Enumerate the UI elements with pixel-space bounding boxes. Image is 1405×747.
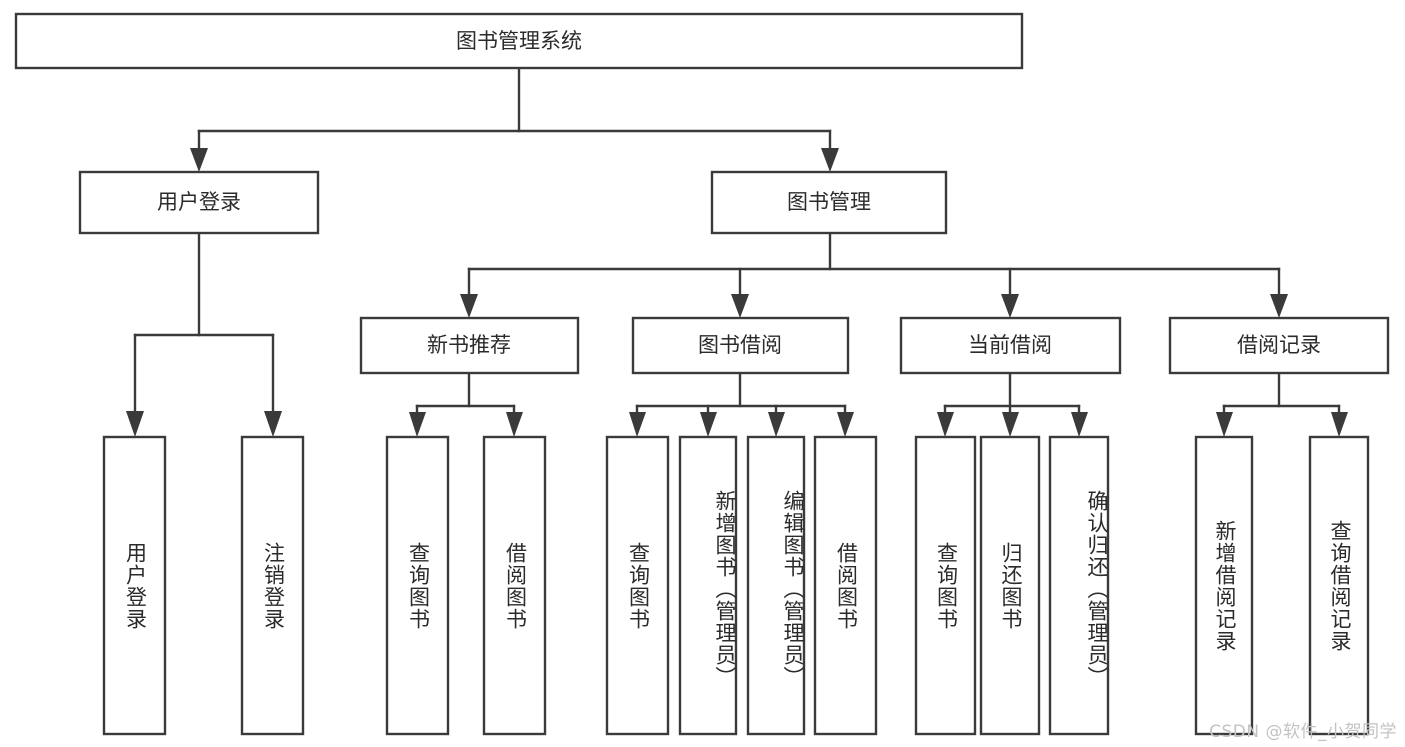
- node-user-login-label: 用户登录: [157, 190, 241, 214]
- node-new-book-recommend-label: 新书推荐: [427, 333, 511, 357]
- node-book-borrow-box[interactable]: [631, 316, 850, 375]
- node-leaf-return-book-box[interactable]: [979, 435, 1041, 736]
- node-leaf-query-book-2-box[interactable]: [605, 435, 670, 736]
- arrowhead-leaf-confirm-return: [1071, 412, 1088, 437]
- arrowhead-current-borrow: [1001, 294, 1019, 318]
- node-leaf-confirm-return-box[interactable]: [1048, 435, 1110, 736]
- arrowhead-leaf-query-book-3: [937, 412, 954, 437]
- arrowhead-leaf-query-record: [1331, 412, 1348, 437]
- arrowhead-leaf-user-login: [126, 411, 144, 437]
- node-current-borrow-label: 当前借阅: [968, 333, 1052, 357]
- node-leaf-borrow-book-2-box[interactable]: [813, 435, 878, 736]
- node-book-borrow-label: 图书借阅: [698, 333, 782, 357]
- node-book-manage-box[interactable]: [710, 170, 948, 235]
- node-leaf-add-record-box[interactable]: [1194, 435, 1254, 736]
- node-leaf-edit-book-box[interactable]: [746, 435, 806, 736]
- csdn-watermark: CSDN @软件_小贺同学: [1209, 722, 1397, 742]
- node-leaf-add-book-box[interactable]: [678, 435, 738, 736]
- node-leaf-logout-box[interactable]: [240, 435, 305, 736]
- edges-layer: [126, 66, 1348, 437]
- node-new-book-recommend-box[interactable]: [359, 316, 580, 375]
- node-user-login-box[interactable]: [78, 170, 320, 235]
- arrowhead-leaf-borrow-book-2: [837, 412, 854, 437]
- arrowhead-leaf-query-book-2: [629, 412, 646, 437]
- node-leaf-borrow-book-1-box[interactable]: [482, 435, 547, 736]
- arrowhead-borrow-record: [1270, 294, 1288, 318]
- node-leaf-query-book-3-box[interactable]: [914, 435, 977, 736]
- arrowhead-user-login: [190, 148, 208, 172]
- arrowhead-new-book-recommend: [460, 294, 478, 318]
- node-root-box[interactable]: [14, 12, 1024, 70]
- arrowhead-leaf-edit-book: [768, 412, 785, 437]
- node-book-manage-label: 图书管理: [787, 190, 871, 214]
- node-leaf-query-record-box[interactable]: [1308, 435, 1370, 736]
- arrowhead-leaf-add-book: [700, 412, 717, 437]
- node-leaf-query-book-1-box[interactable]: [385, 435, 450, 736]
- arrowhead-book-manage: [821, 148, 839, 172]
- node-leaf-user-login-box[interactable]: [102, 435, 167, 736]
- node-root-label: 图书管理系统: [456, 29, 582, 53]
- node-borrow-record-label: 借阅记录: [1237, 333, 1321, 357]
- nodes-layer: 图书管理系统 用户登录 图书管理 新书推荐 图书借阅 当前借阅 借阅记录: [14, 12, 1390, 736]
- node-borrow-record-box[interactable]: [1168, 316, 1390, 375]
- arrowhead-leaf-query-book-1: [409, 412, 426, 437]
- arrowhead-book-borrow: [731, 294, 749, 318]
- arrowhead-leaf-return-book: [1002, 412, 1019, 437]
- arrowhead-leaf-add-record: [1216, 412, 1233, 437]
- arrowhead-leaf-borrow-book-1: [506, 412, 523, 437]
- arrowhead-leaf-logout: [264, 411, 282, 437]
- node-current-borrow-box[interactable]: [899, 316, 1122, 375]
